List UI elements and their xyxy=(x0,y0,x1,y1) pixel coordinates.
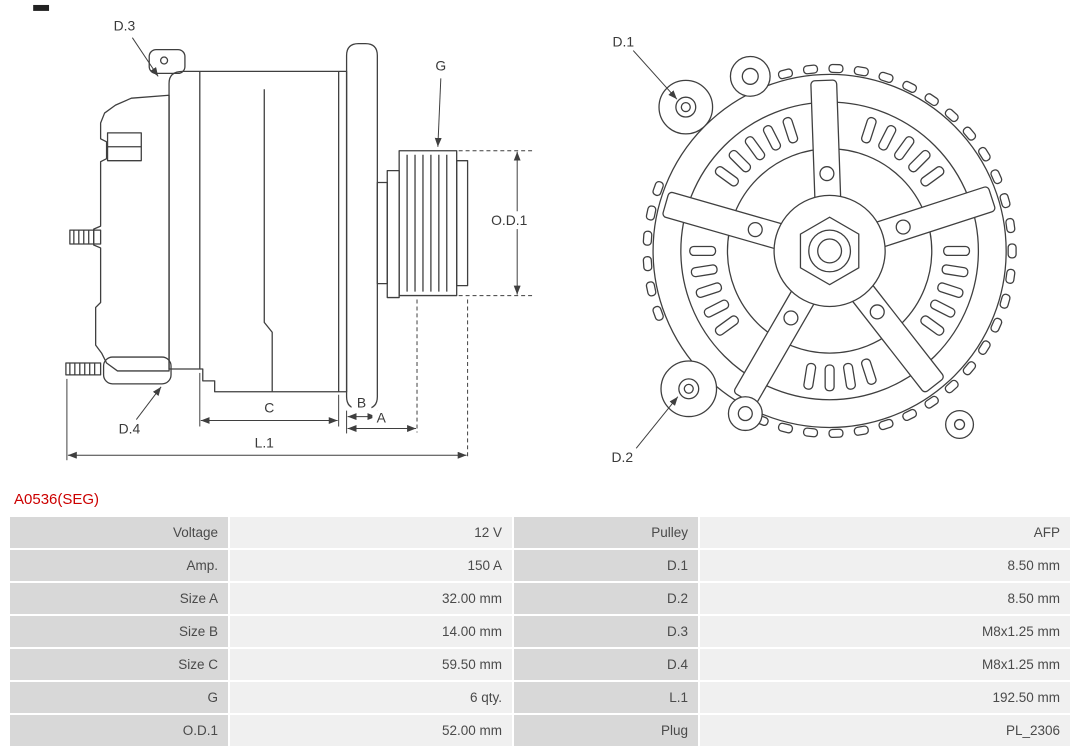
spec-value: 59.50 mm xyxy=(230,649,512,680)
dim-label-d1: D.1 xyxy=(613,34,635,50)
spec-label: D.2 xyxy=(514,583,698,614)
spec-value: 32.00 mm xyxy=(230,583,512,614)
dim-label-l1: L.1 xyxy=(255,434,275,450)
dim-label-d4: D.4 xyxy=(119,420,141,436)
spec-label: D.3 xyxy=(514,616,698,647)
spec-table: Voltage 12 V Pulley AFP Amp. 150 A D.1 8… xyxy=(10,517,1070,746)
spec-label: O.D.1 xyxy=(10,715,228,746)
dim-label-d3: D.3 xyxy=(114,18,136,34)
spec-label: Amp. xyxy=(10,550,228,581)
spec-label: G xyxy=(10,682,228,713)
vent-slots xyxy=(689,116,971,392)
spec-label: Pulley xyxy=(514,517,698,548)
spec-label: D.1 xyxy=(514,550,698,581)
side-view-dimensions xyxy=(66,37,534,461)
spec-value: 8.50 mm xyxy=(700,583,1070,614)
dim-label-d2: D.2 xyxy=(612,449,634,465)
spec-value: 150 A xyxy=(230,550,512,581)
spec-label: Size C xyxy=(10,649,228,680)
spec-value: 52.00 mm xyxy=(230,715,512,746)
dim-label-b: B xyxy=(357,395,366,411)
dim-label-c: C xyxy=(264,400,274,416)
spec-value: 8.50 mm xyxy=(700,550,1070,581)
corner-mark xyxy=(33,4,50,11)
spec-value: M8x1.25 mm xyxy=(700,616,1070,647)
dim-label-g: G xyxy=(435,57,446,73)
spec-value: 14.00 mm xyxy=(230,616,512,647)
dim-label-od1: O.D.1 xyxy=(491,212,528,228)
spec-label: D.4 xyxy=(514,649,698,680)
spec-value: AFP xyxy=(700,517,1070,548)
spec-label: L.1 xyxy=(514,682,698,713)
spec-value: 192.50 mm xyxy=(700,682,1070,713)
spec-label: Size B xyxy=(10,616,228,647)
spec-value: 6 qty. xyxy=(230,682,512,713)
spec-label: Voltage xyxy=(10,517,228,548)
spec-value: M8x1.25 mm xyxy=(700,649,1070,680)
part-number: A0536(SEG) xyxy=(14,491,100,508)
cooling-fins xyxy=(642,63,1017,439)
dim-label-a: A xyxy=(377,410,387,426)
spokes xyxy=(662,79,996,405)
alternator-rear-view xyxy=(642,55,1017,440)
technical-drawing: D.3 G D.4 O.D.1 C B A L.1 xyxy=(33,4,1017,465)
rear-view-leaders xyxy=(632,50,679,449)
spec-label: Plug xyxy=(514,715,698,746)
spec-value: 12 V xyxy=(230,517,512,548)
spec-value: PL_2306 xyxy=(700,715,1070,746)
spec-label: Size A xyxy=(10,583,228,614)
alternator-side-view xyxy=(65,42,469,410)
